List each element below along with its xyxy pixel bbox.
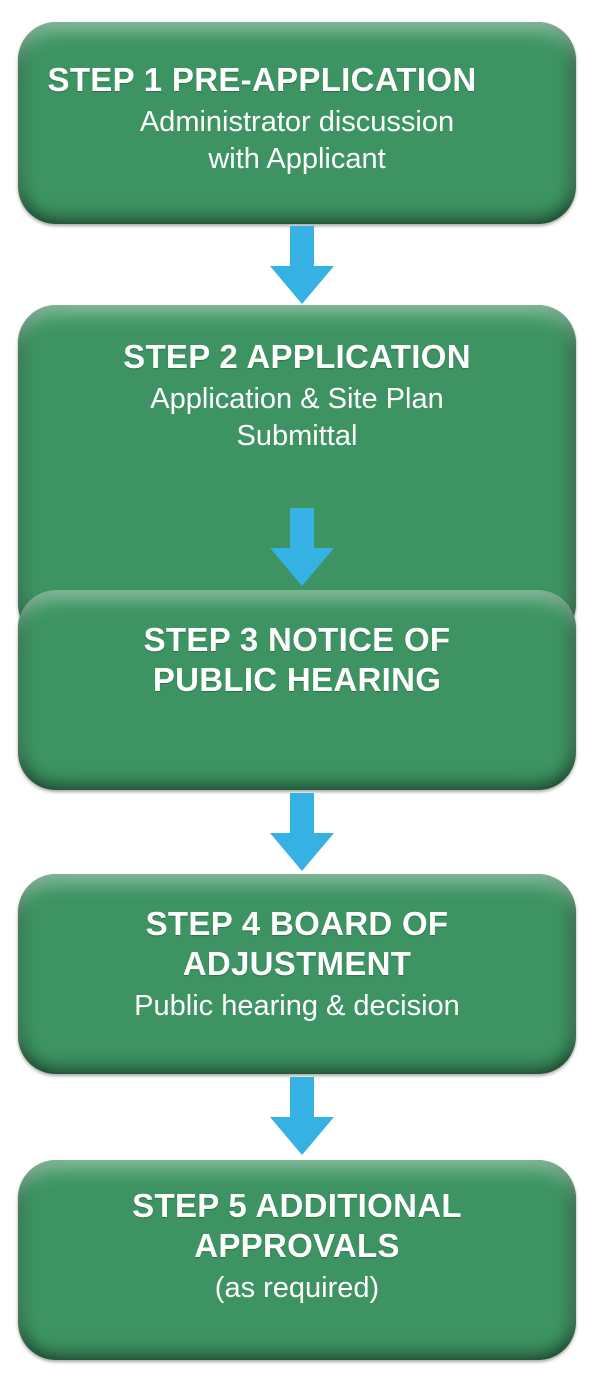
arrow-down-icon [270,793,334,871]
step-2-description: Application & Site Plan Submittal [18,381,576,455]
step-3-title: STEP 3 NOTICE OF PUBLIC HEARING [18,620,576,700]
arrow-down-icon [270,508,334,586]
step-5-description: (as required) [18,1270,576,1307]
step-4-title-line-1: STEP 4 BOARD OF [145,905,449,942]
step-5-title-line-2: APPROVALS [194,1227,400,1264]
arrow-down-icon [270,1077,334,1155]
step-4-box: STEP 4 BOARD OF ADJUSTMENT Public hearin… [18,874,576,1074]
step-2-box: STEP 2 APPLICATION Application & Site Pl… [18,305,576,642]
step-3-title-line-2: PUBLIC HEARING [152,661,442,698]
step-3-title-line-1: STEP 3 NOTICE OF [143,621,451,658]
step-1-box: STEP 1 PRE-APPLICATION Administrator dis… [18,22,576,224]
step-5-title-line-1: STEP 5 ADDITIONAL [132,1187,462,1224]
step-3-box: STEP 3 NOTICE OF PUBLIC HEARING [18,590,576,790]
step-2-description-line-1: Application & Site Plan [150,383,444,415]
step-2-description-line-2: Submittal [236,420,358,452]
step-5-box: STEP 5 ADDITIONAL APPROVALS (as required… [18,1160,576,1360]
step-1-title: STEP 1 PRE-APPLICATION [47,61,477,98]
step-4-description-line-1: Public hearing & decision [134,990,460,1022]
step-4-description: Public hearing & decision [18,988,576,1025]
step-1-description-line-2: with Applicant [208,143,386,175]
step-2-title: STEP 2 APPLICATION [123,338,471,375]
arrow-down-icon [270,226,334,304]
step-4-title: STEP 4 BOARD OF ADJUSTMENT [18,904,576,984]
step-1-description: Administrator discussion with Applicant [18,104,576,178]
step-5-title: STEP 5 ADDITIONAL APPROVALS [18,1186,576,1266]
step-4-title-line-2: ADJUSTMENT [182,945,412,982]
step-1-description-line-1: Administrator discussion [139,106,455,138]
step-5-description-line-1: (as required) [214,1272,380,1304]
